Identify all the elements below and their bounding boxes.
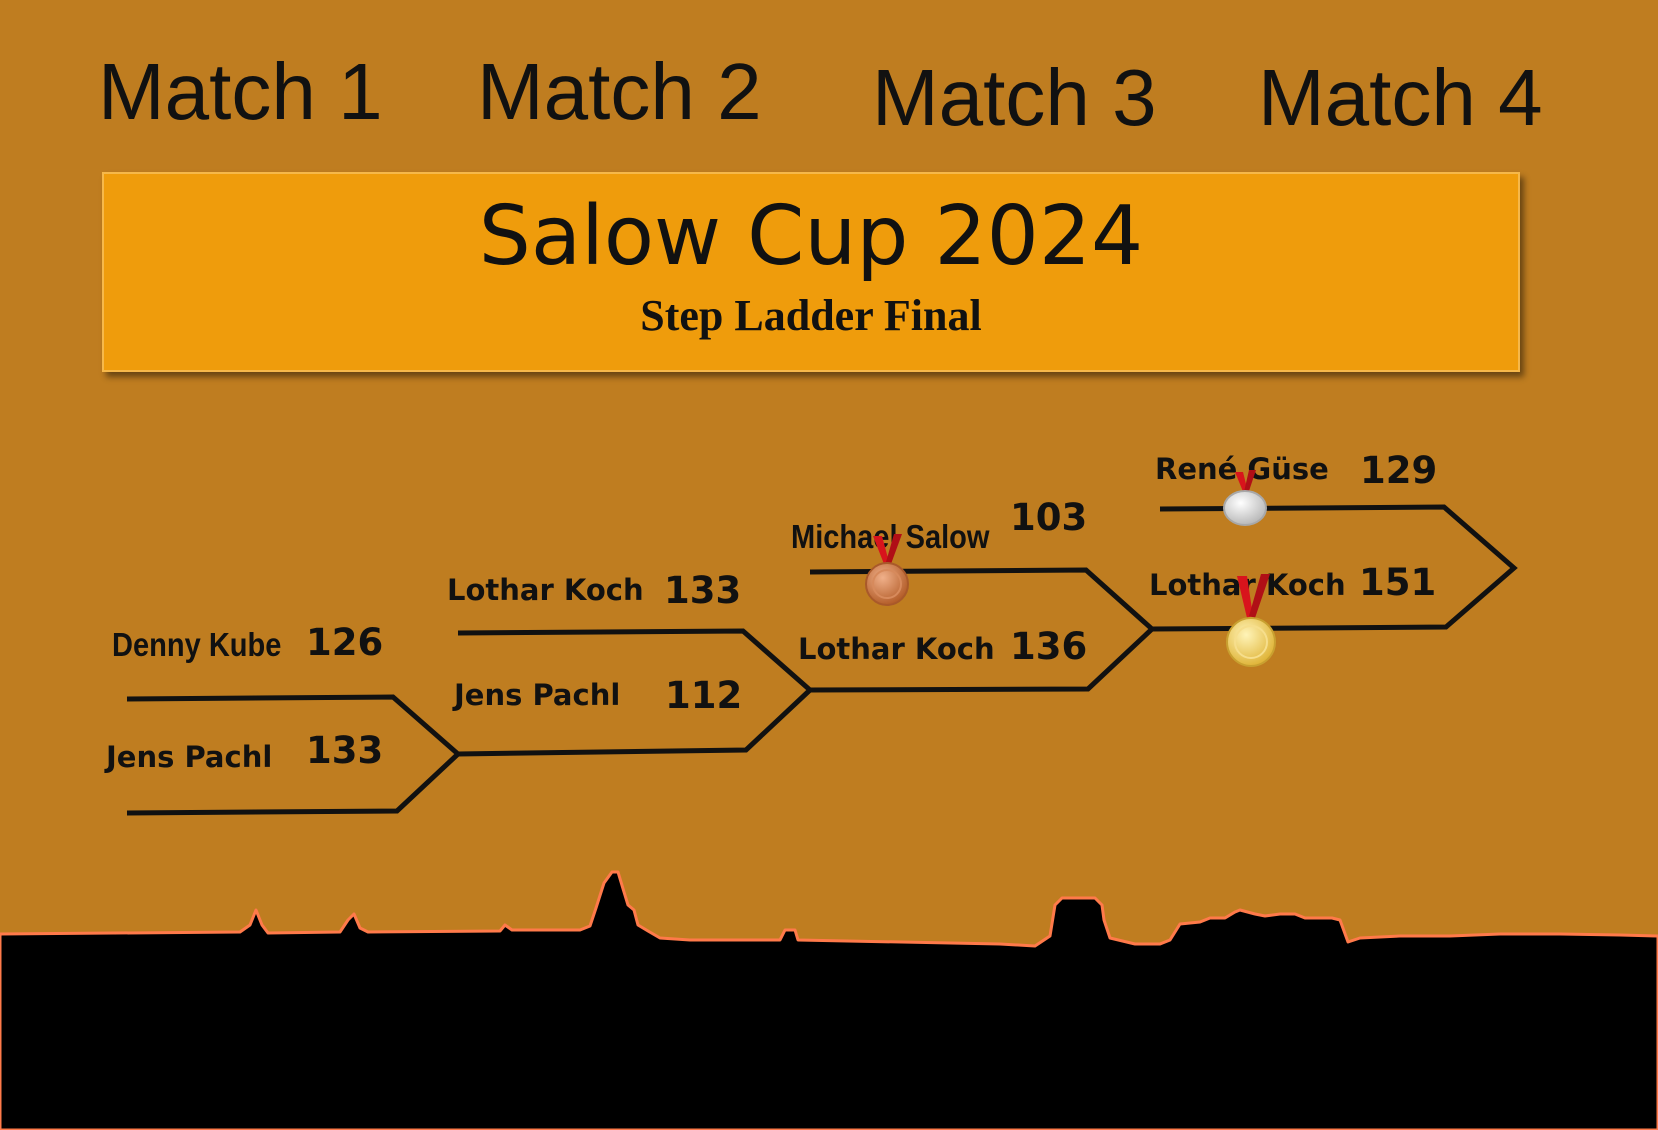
match-4-bracket (1151, 504, 1518, 632)
match-1-bottom-name: Jens Pachl (106, 740, 273, 774)
match-1-heading: Match 1 (98, 47, 383, 136)
match-2-heading: Match 2 (477, 47, 762, 136)
match-4-top-score: 129 (1360, 449, 1438, 492)
match-2-bottom-name: Jens Pachl (454, 678, 621, 712)
event-subtitle: Step Ladder Final (640, 291, 982, 340)
gold-medal-icon (1226, 574, 1276, 667)
match-1-top-name: Denny Kube (112, 626, 282, 663)
match-4-bottom-score: 151 (1359, 561, 1437, 604)
match-3-bottom-name: Lothar Koch (798, 632, 995, 666)
event-title: Salow Cup 2024 (478, 189, 1144, 284)
title-banner: Salow Cup 2024 Step Ladder Final (102, 172, 1520, 372)
match-2-bottom-score: 112 (665, 674, 743, 717)
match-1-top-score: 126 (306, 621, 384, 664)
match-2-top-name: Lothar Koch (447, 573, 644, 607)
match-2-top-score: 133 (664, 569, 742, 612)
match-3-heading: Match 3 (872, 53, 1157, 142)
match-1-bottom-score: 133 (306, 729, 384, 772)
match-4-heading: Match 4 (1258, 53, 1543, 142)
silver-medal-icon (1223, 470, 1267, 526)
match-3-top-score: 103 (1010, 496, 1088, 539)
match-3-bottom-score: 136 (1010, 625, 1088, 668)
bronze-medal-icon (865, 534, 909, 606)
